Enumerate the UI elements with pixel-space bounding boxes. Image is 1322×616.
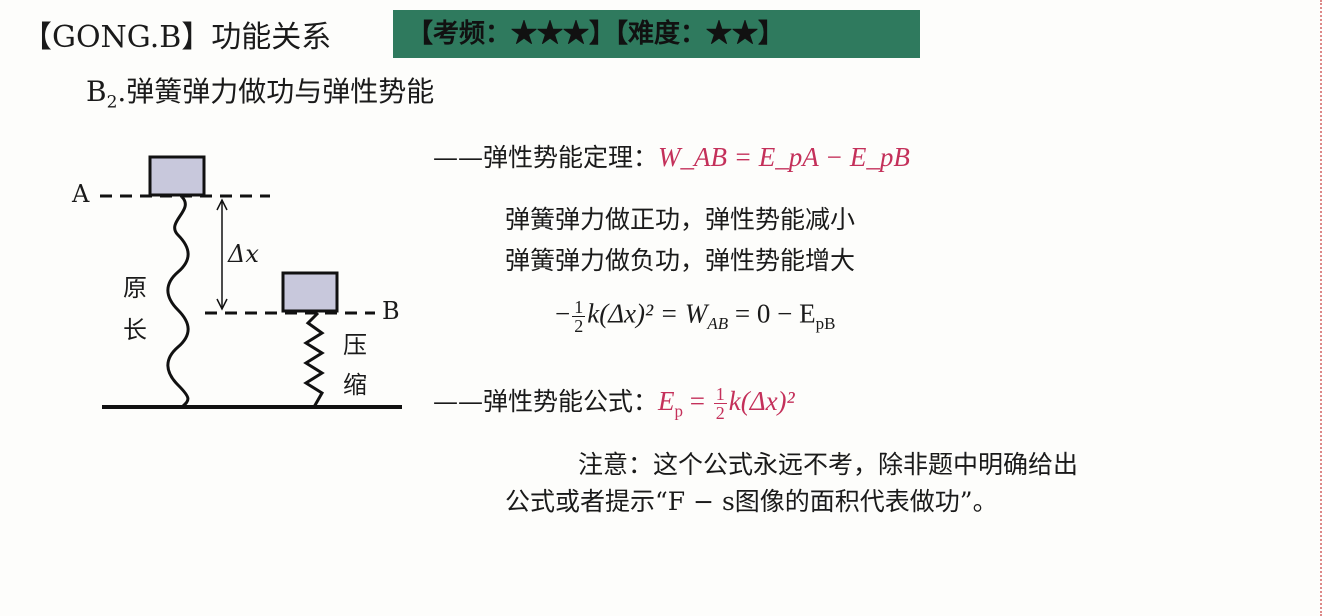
compressed-2: 缩 bbox=[343, 371, 367, 399]
rating-badge: 【考频：★★★】【难度：★★】 bbox=[393, 10, 920, 58]
derivation-rhs: = 0 − E bbox=[728, 298, 816, 329]
numerator: 1 bbox=[572, 297, 586, 317]
formula-label: 弹性势能公式： bbox=[483, 387, 659, 416]
derivation-sub: AB bbox=[707, 314, 729, 334]
eq: = bbox=[683, 386, 712, 416]
note-line-1: 注意：这个公式永远不考，除非题中明确给出 bbox=[578, 450, 1079, 479]
subtitle-sub: 2 bbox=[106, 92, 118, 113]
block-b bbox=[281, 271, 339, 313]
derivation-rhs-sub: pB bbox=[815, 314, 836, 334]
minus: − bbox=[555, 298, 571, 329]
original-length-2: 长 bbox=[123, 316, 147, 344]
label-b: B bbox=[382, 297, 400, 325]
label-a: A bbox=[72, 180, 90, 208]
dash: —— bbox=[433, 387, 483, 416]
formula-body: k(Δx)² bbox=[728, 386, 795, 416]
denominator: 2 bbox=[715, 403, 725, 424]
ep: E bbox=[658, 386, 675, 416]
theorem-line: ——弹性势能定理：W_AB = E_pA − E_pB bbox=[433, 138, 910, 174]
delta-x-label: Δx bbox=[228, 240, 259, 268]
original-length-1: 原 bbox=[123, 274, 147, 302]
rule-positive: 弹簧弹力做正功，弹性势能减小 bbox=[505, 205, 856, 234]
section-title: 【GONG.B】功能关系 bbox=[22, 20, 332, 55]
spring-compressed bbox=[303, 311, 325, 408]
subtitle-prefix: B bbox=[86, 75, 107, 108]
theorem-label: 弹性势能定理： bbox=[483, 143, 659, 172]
dash: —— bbox=[433, 143, 483, 172]
derivation-body: k(Δx)² = W bbox=[587, 298, 708, 329]
rule-negative: 弹簧弹力做负功，弹性势能增大 bbox=[505, 246, 856, 275]
subtitle-text: .弹簧弹力做功与弹性势能 bbox=[117, 75, 435, 108]
theorem-formula: W_AB = E_pA − E_pB bbox=[658, 142, 910, 172]
subsection-title: B2.弹簧弹力做功与弹性势能 bbox=[86, 70, 434, 113]
note-line-2: 公式或者提示“F − s图像的面积代表做功”。 bbox=[505, 487, 998, 516]
compressed-1: 压 bbox=[343, 331, 367, 359]
spring-diagram bbox=[100, 155, 402, 409]
denominator: 2 bbox=[574, 316, 584, 336]
page-edge bbox=[1316, 0, 1322, 616]
ep-sub: p bbox=[674, 401, 684, 421]
numerator: 1 bbox=[713, 384, 727, 405]
spring-long bbox=[166, 195, 190, 409]
block-a bbox=[148, 155, 206, 197]
